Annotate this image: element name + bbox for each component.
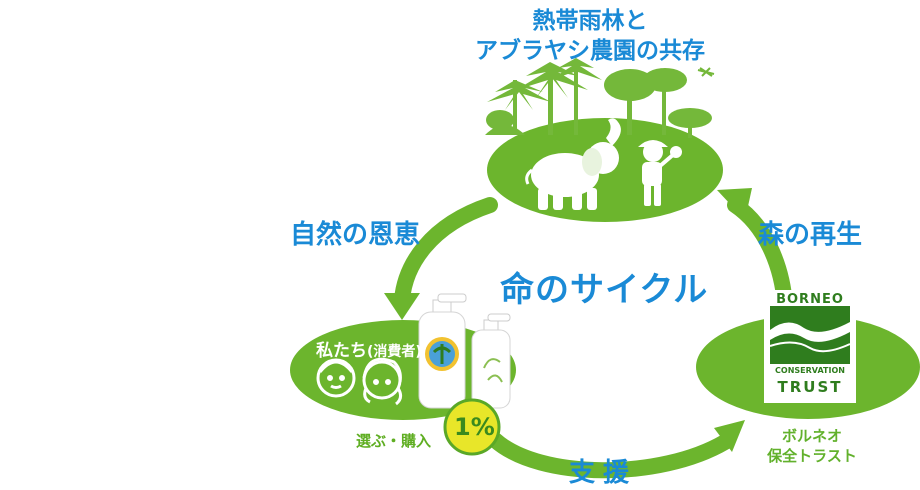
consumer-faces (316, 357, 403, 406)
arrow-label-left: 自然の恩恵 (290, 220, 421, 250)
product-bottle-large (418, 293, 467, 409)
dragonfly-icon (697, 67, 715, 77)
elephant-icon (525, 118, 621, 210)
percent-badge (443, 398, 501, 456)
consumers-label: 私たち(消費者) (316, 336, 422, 361)
partner-caption-line2: 保全トラスト (767, 447, 857, 465)
logo-text-bottom: TRUST (777, 378, 843, 396)
trees-silhouette (485, 58, 712, 138)
arrow-left (394, 197, 498, 308)
percent-value: 1% (454, 413, 495, 441)
arrow-bottom-head (714, 420, 745, 452)
title-line2: アブラヤシ農園の共存 (475, 38, 705, 64)
bird-icon (645, 68, 673, 79)
consumers-label-sub: (消費者) (367, 344, 422, 360)
arrow-left-head (384, 293, 420, 320)
logo-text-mid: CONSERVATION (775, 366, 845, 375)
product-bottle-small (471, 313, 511, 409)
arrow-label-bottom: 支援 (569, 458, 638, 488)
center-label: 命のサイクル (500, 270, 709, 310)
consumers-label-main: 私たち (316, 341, 367, 361)
logo-text-top: BORNEO (776, 292, 844, 307)
page-title: 熱帯雨林と アブラヤシ農園の共存 (440, 6, 740, 66)
arrow-label-right: 森の再生 (758, 220, 863, 250)
consumers-action: 選ぶ・購入 (356, 432, 432, 450)
arrow-right-head (717, 188, 752, 220)
partner-caption: ボルネオ 保全トラスト (757, 426, 867, 466)
person-icon (638, 140, 682, 206)
title-line1: 熱帯雨林と (532, 8, 648, 34)
partner-caption-line1: ボルネオ (781, 427, 842, 445)
arrow-bottom (487, 432, 733, 479)
bct-logo (764, 290, 856, 403)
